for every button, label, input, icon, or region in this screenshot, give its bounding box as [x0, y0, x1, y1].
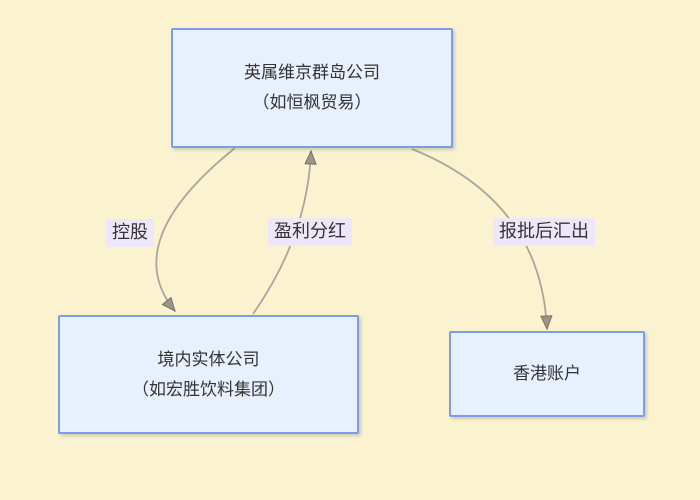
node-bvi-company: 英属维京群岛公司 （如恒枫贸易）	[171, 28, 453, 148]
node-hk-account-name: 香港账户	[513, 364, 581, 384]
node-bvi-company-example: （如恒枫贸易）	[252, 93, 372, 113]
edge-label-dividend: 盈利分红	[268, 218, 352, 246]
edge-label-holding: 控股	[106, 219, 154, 247]
node-domestic-company-example: （如宏胜饮料集团）	[132, 379, 285, 400]
edge-label-remit: 报批后汇出	[493, 218, 595, 246]
node-hk-account: 香港账户	[449, 331, 645, 417]
edge-holding-arrow	[155, 147, 236, 312]
node-domestic-company-name: 境内实体公司	[157, 349, 260, 370]
node-domestic-company: 境内实体公司 （如宏胜饮料集团）	[58, 315, 359, 434]
node-bvi-company-name: 英属维京群岛公司	[244, 63, 380, 83]
